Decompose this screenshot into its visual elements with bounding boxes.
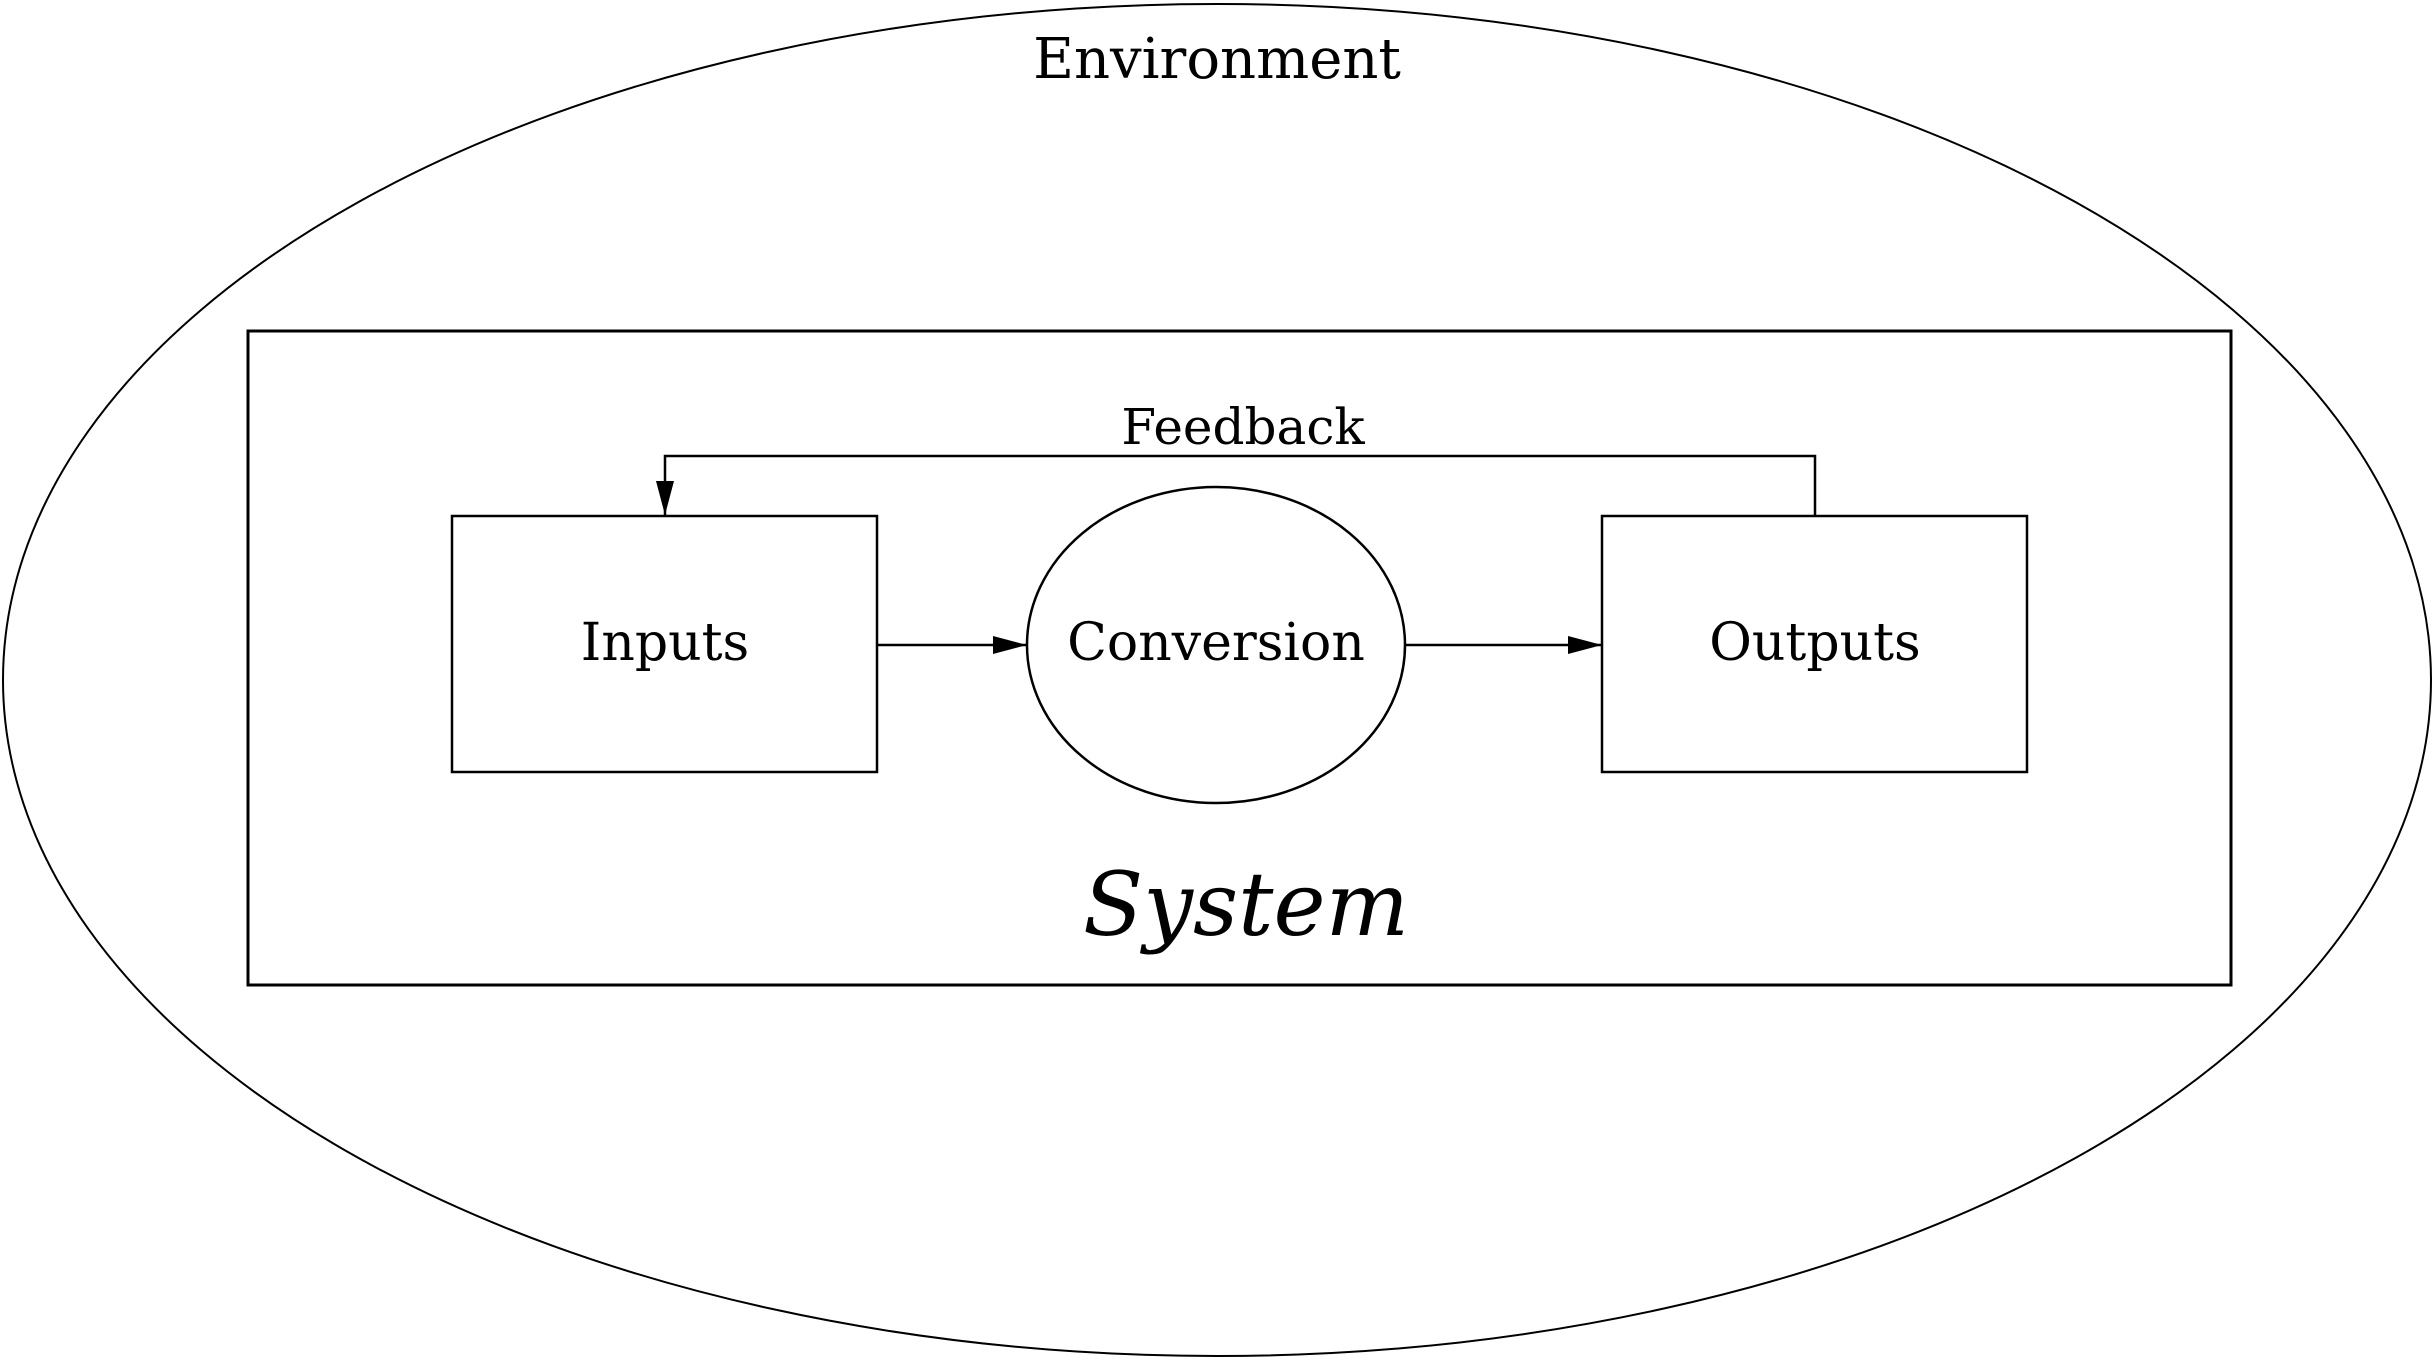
feedback-label: Feedback [1121, 398, 1365, 456]
outputs-label: Outputs [1709, 613, 1920, 673]
environment-label: Environment [1033, 27, 1401, 92]
conversion-label: Conversion [1067, 613, 1365, 673]
system-boundary [246, 329, 2233, 987]
feedback-connector [656, 454, 1817, 515]
environment-ellipse [2, 3, 2432, 1357]
system-label: System [1083, 853, 1409, 956]
inputs-label: Inputs [581, 613, 749, 673]
